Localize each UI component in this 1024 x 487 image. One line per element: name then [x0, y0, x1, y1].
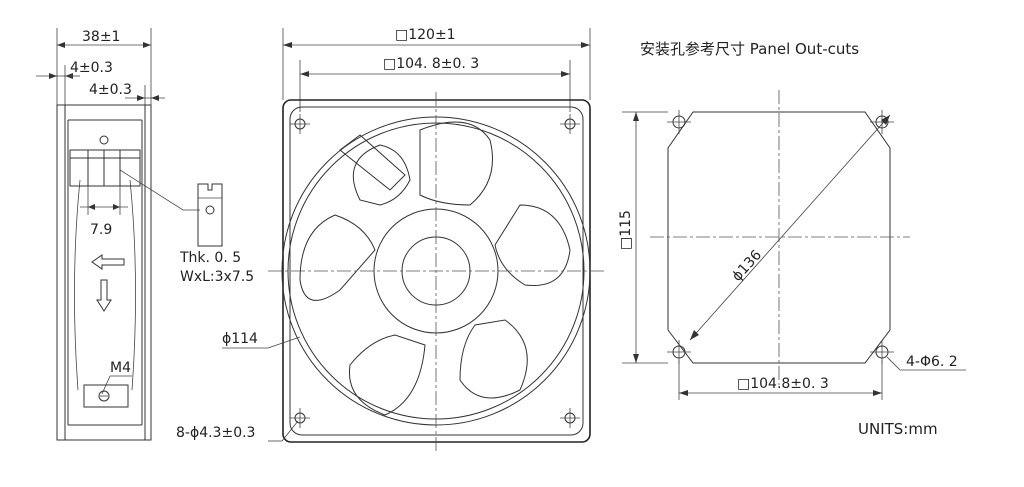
- screw-icon: [98, 390, 110, 402]
- terminal-detail: Thk. 0. 5 WxL:3x7.5: [179, 183, 254, 285]
- depth-dimension: 38±1: [82, 29, 120, 45]
- frame-size-dimension: □120±1: [395, 27, 456, 43]
- flange-right-dimension: 4±0.3: [89, 82, 132, 98]
- mounting-holes: [290, 114, 580, 428]
- cutout-hole-spacing: □104.8±0. 3: [737, 376, 829, 392]
- diameter-label: ϕ114: [222, 331, 258, 347]
- cutout-holes: [667, 110, 894, 364]
- cutout-holes-label: 4-Φ6. 2: [906, 354, 958, 370]
- cutout-size-dimension: □115: [618, 210, 634, 250]
- panel-cutout-title: 安装孔参考尺寸 Panel Out-cuts: [640, 40, 859, 58]
- terminal-width-dimension: 7.9: [90, 222, 112, 238]
- hole-spacing-dimension: □104. 8±0. 3: [383, 56, 479, 72]
- fan-blades: [299, 121, 571, 416]
- screw-label: M4: [110, 360, 131, 376]
- front-view: □120±1 □104. 8±0. 3: [176, 27, 604, 452]
- flange-left-dimension: 4±0.3: [70, 60, 113, 76]
- side-view: 38±1 4±0.3 4±0.3 7.9: [36, 28, 200, 441]
- diagonal-dimension: ϕ136: [729, 247, 765, 284]
- terminal-size: WxL:3x7.5: [180, 269, 254, 285]
- panel-cutout: 安装孔参考尺寸 Panel Out-cuts ϕ136 □115: [618, 40, 966, 400]
- units-label: UNITS:mm: [858, 420, 938, 438]
- mounting-holes-label: 8-ϕ4.3±0.3: [176, 425, 255, 441]
- airflow-arrow-icon: [91, 254, 125, 312]
- terminal-thickness: Thk. 0. 5: [179, 250, 241, 266]
